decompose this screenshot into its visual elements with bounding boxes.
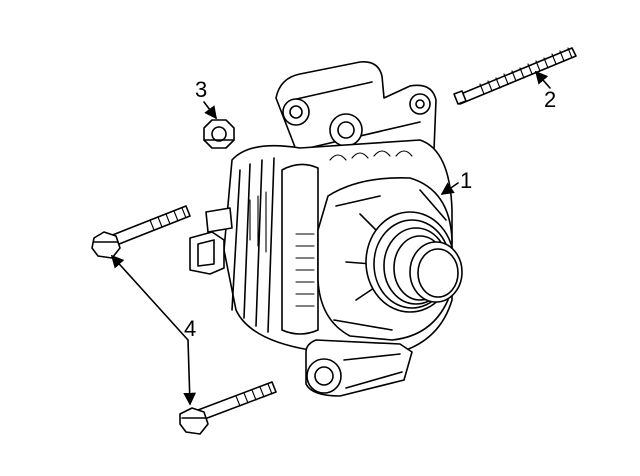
- callout-3: 3: [195, 77, 208, 102]
- callout-1: 1: [460, 168, 473, 193]
- callout-2: 2: [544, 87, 557, 112]
- leader-lines: [110, 70, 551, 406]
- callout-4: 4: [184, 316, 197, 341]
- stud: [453, 47, 577, 105]
- bolt-upper: [91, 205, 191, 259]
- alternator: [189, 60, 463, 397]
- nut: [203, 119, 235, 149]
- bolt-lower: [179, 381, 277, 435]
